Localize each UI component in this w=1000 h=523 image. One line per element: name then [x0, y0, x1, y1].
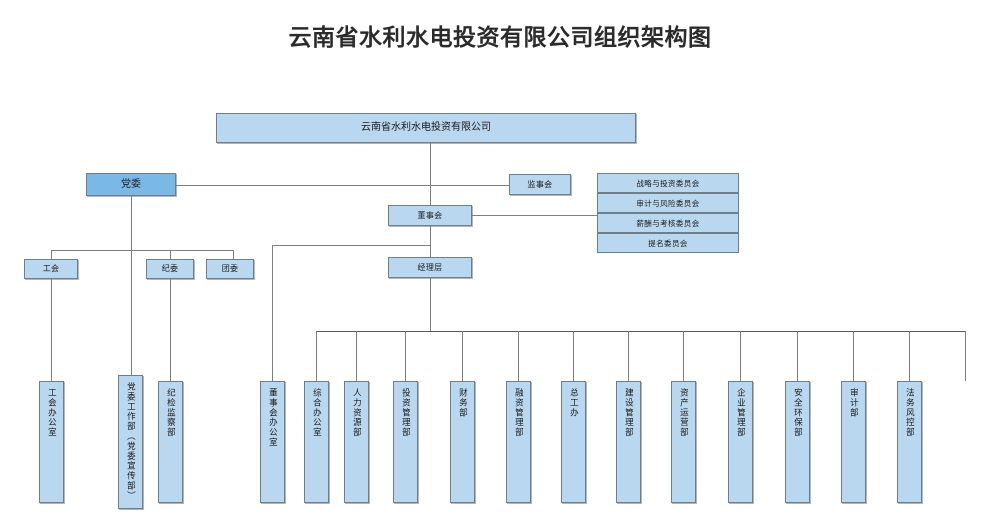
connector-management-to-board-office — [272, 245, 431, 246]
connector-department-drop-11 — [853, 331, 854, 381]
department-6[interactable]: 总工办 — [561, 381, 586, 503]
department-0[interactable]: 董事会办公室 — [260, 381, 285, 503]
committee-item-2[interactable]: 薪酬与考核委员会 — [597, 213, 739, 233]
connector-party-drop-youth — [233, 250, 234, 259]
department-1[interactable]: 综合办公室 — [304, 381, 329, 503]
department-9[interactable]: 企业管理部 — [728, 381, 753, 503]
connector-department-bus — [316, 331, 966, 332]
department-4[interactable]: 财务部 — [450, 381, 475, 503]
node-supervisory-board[interactable]: 监事会 — [509, 174, 571, 195]
department-label-4: 财务部 — [458, 388, 469, 418]
connector-department-drop-9 — [740, 331, 741, 381]
committee-item-0[interactable]: 战略与投资委员会 — [597, 173, 739, 193]
department-2[interactable]: 人力资源部 — [344, 381, 369, 503]
connector-department-drop-2 — [356, 331, 357, 381]
department-11[interactable]: 审计部 — [841, 381, 866, 503]
connector-party-bus — [51, 250, 233, 251]
department-12[interactable]: 法务风控部 — [897, 381, 922, 503]
department-label-3: 投资管理部 — [401, 388, 412, 438]
connector-party-trunk — [131, 196, 132, 250]
party-department-label-0: 工会办公室 — [47, 388, 58, 438]
connector-party-to-work-dept — [131, 250, 132, 381]
party-department-0[interactable]: 工会办公室 — [39, 381, 64, 503]
department-7[interactable]: 建设管理部 — [616, 381, 641, 503]
connector-party-drop-discipline — [170, 250, 171, 259]
node-party-committee[interactable]: 党委 — [86, 173, 176, 196]
committee-item-1[interactable]: 审计与风险委员会 — [597, 193, 739, 213]
department-label-5: 融资管理部 — [514, 388, 525, 438]
connector-party-drop-union — [51, 250, 52, 259]
connector-department-drop-7 — [628, 331, 629, 381]
connector-department-drop-12 — [909, 331, 910, 381]
node-youth-league[interactable]: 团委 — [206, 259, 254, 279]
connector-discipline-to-dept — [170, 279, 171, 381]
department-label-8: 资产运营部 — [679, 388, 690, 438]
department-8[interactable]: 资产运营部 — [671, 381, 696, 503]
connector-department-drop-1 — [316, 331, 317, 381]
committee-item-3[interactable]: 提名委员会 — [597, 233, 739, 253]
connector-department-drop-5 — [518, 331, 519, 381]
department-label-1: 综合办公室 — [312, 388, 323, 438]
party-department-label-2: 纪检监察部 — [166, 388, 177, 438]
department-label-12: 法务风控部 — [905, 388, 916, 438]
party-department-label-1: 党委工作部（党委宣传部） — [126, 382, 137, 501]
connector-board-to-committees — [472, 215, 597, 216]
connector-company-to-supervisory — [430, 185, 509, 186]
department-label-6: 总工办 — [569, 388, 580, 418]
connector-union-to-office — [51, 279, 52, 381]
department-label-9: 企业管理部 — [736, 388, 747, 438]
connector-board-office-drop — [272, 245, 273, 381]
department-label-7: 建设管理部 — [624, 388, 635, 438]
department-label-10: 安全环保部 — [793, 388, 804, 438]
node-union[interactable]: 工会 — [24, 259, 78, 279]
party-department-1[interactable]: 党委工作部（党委宣传部） — [118, 375, 143, 509]
node-company[interactable]: 云南省水利水电投资有限公司 — [216, 113, 636, 143]
department-label-11: 审计部 — [849, 388, 860, 418]
node-discipline-committee[interactable]: 纪委 — [146, 259, 194, 279]
connector-department-drop-4 — [462, 331, 463, 381]
connector-management-trunk — [430, 278, 431, 331]
connector-board-to-management — [430, 226, 431, 257]
node-board-of-directors[interactable]: 董事会 — [388, 205, 472, 226]
connector-department-drop-3 — [405, 331, 406, 381]
party-department-2[interactable]: 纪检监察部 — [158, 381, 183, 503]
department-3[interactable]: 投资管理部 — [393, 381, 418, 503]
connector-department-drop-10 — [797, 331, 798, 381]
connector-company-trunk — [430, 143, 431, 205]
department-5[interactable]: 融资管理部 — [506, 381, 531, 503]
connector-company-to-party — [128, 185, 431, 186]
page-title: 云南省水利水电投资有限公司组织架构图 — [288, 24, 712, 50]
connector-department-drop-6 — [573, 331, 574, 381]
connector-department-drop-8 — [683, 331, 684, 381]
connector-department-drop-13 — [965, 331, 966, 381]
department-label-2: 人力资源部 — [352, 388, 363, 438]
department-10[interactable]: 安全环保部 — [785, 381, 810, 503]
department-label-0: 董事会办公室 — [268, 388, 279, 448]
node-management[interactable]: 经理层 — [388, 257, 472, 278]
